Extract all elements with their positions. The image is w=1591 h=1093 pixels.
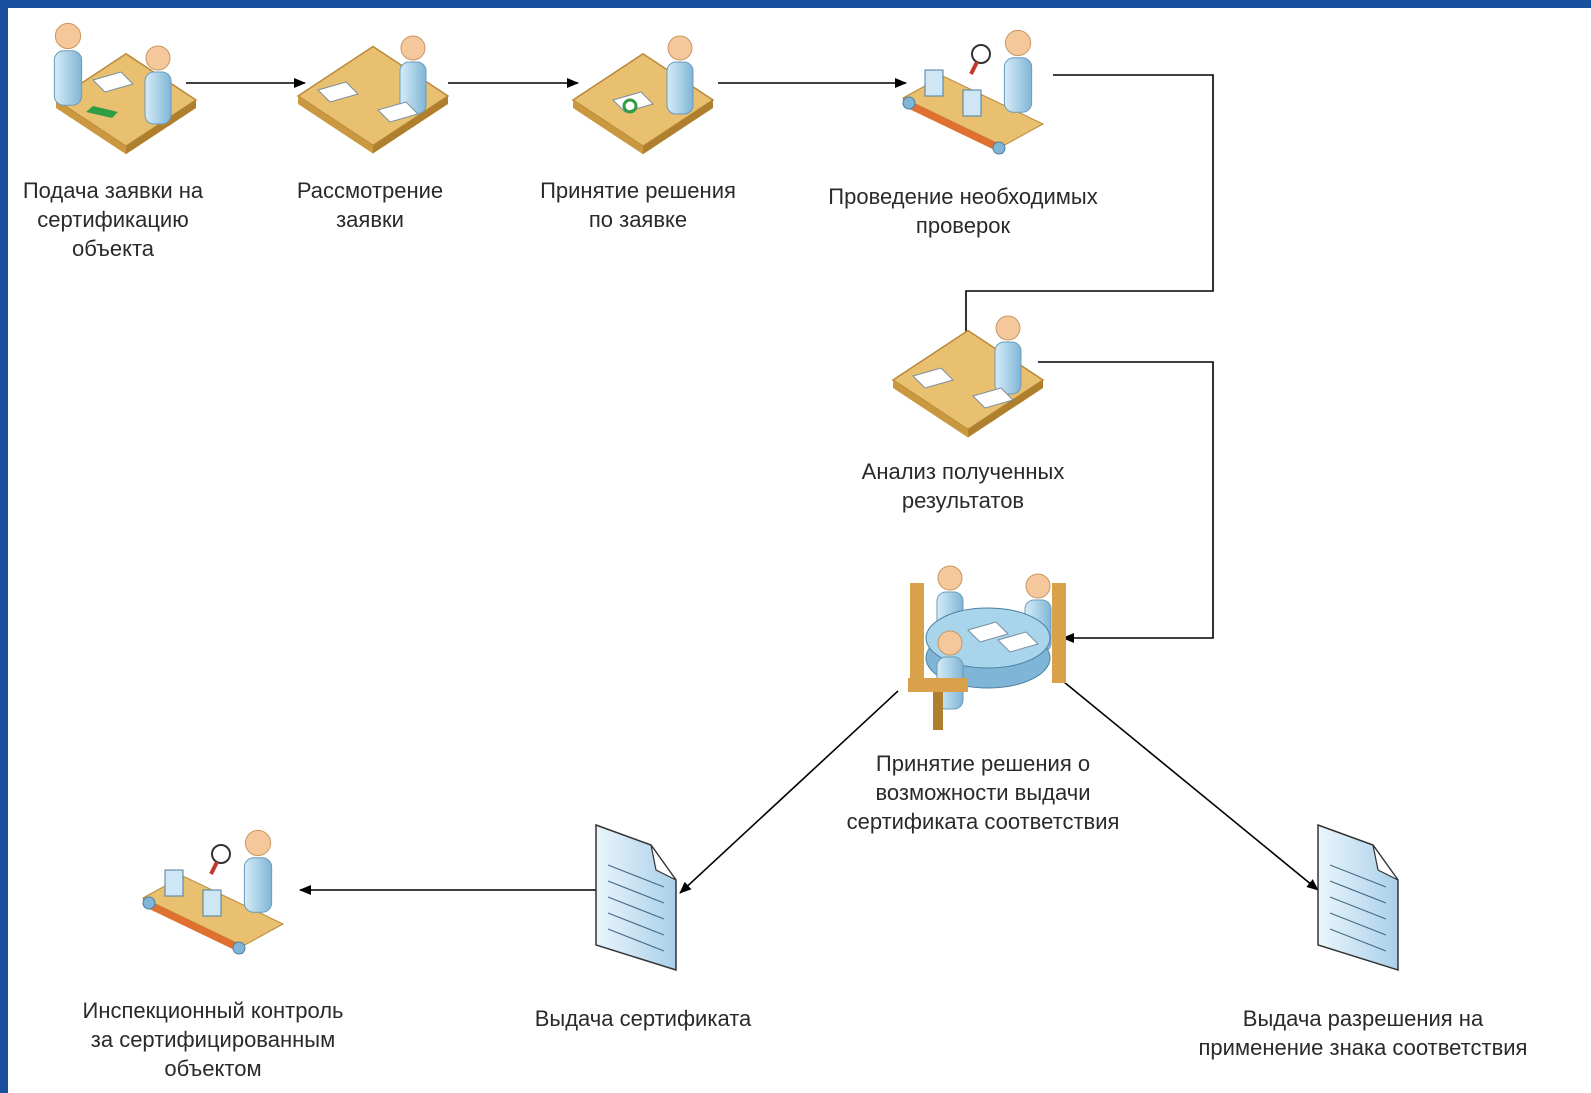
flowchart xyxy=(53,22,1399,972)
node-label-n1: Подача заявки на сертификацию объекта xyxy=(22,178,204,261)
meeting-table-icon xyxy=(908,565,1066,730)
analysis-desk-icon xyxy=(891,315,1045,438)
node-label-n7: Выдача сертификата xyxy=(534,1006,752,1031)
edge-n6-n7 xyxy=(679,690,899,894)
edges xyxy=(186,74,1319,895)
review-desk-icon xyxy=(296,35,450,154)
document-icon xyxy=(1317,823,1399,972)
node-label-n6: Принятие решения о возможности выдачи се… xyxy=(846,751,1120,834)
node-label-n8: Выдача разрешения на применение знака со… xyxy=(1198,1006,1528,1060)
node-icons xyxy=(53,22,1399,972)
node-label-n4: Проведение необходимых проверок xyxy=(828,184,1098,238)
edge-n5-n6 xyxy=(1038,361,1214,643)
node-label-n3: Принятие решения по заявке xyxy=(540,178,736,232)
document-icon xyxy=(595,823,677,972)
inspection-conveyor-icon xyxy=(141,829,285,955)
handover-desk-icon xyxy=(53,22,198,155)
node-label-n2: Рассмотрение заявки xyxy=(296,178,444,232)
node-label-n9: Инспекционный контроль за сертифицирован… xyxy=(82,998,344,1081)
edge-n4-n5 xyxy=(961,74,1214,356)
inspection-conveyor-icon xyxy=(901,29,1045,155)
node-label-n5: Анализ полученных результатов xyxy=(861,459,1065,513)
diagram-canvas: Подача заявки на сертификацию объекта Ра… xyxy=(8,8,1591,1093)
edge-n6-n8 xyxy=(1052,672,1319,891)
decision-desk-icon xyxy=(571,35,715,155)
